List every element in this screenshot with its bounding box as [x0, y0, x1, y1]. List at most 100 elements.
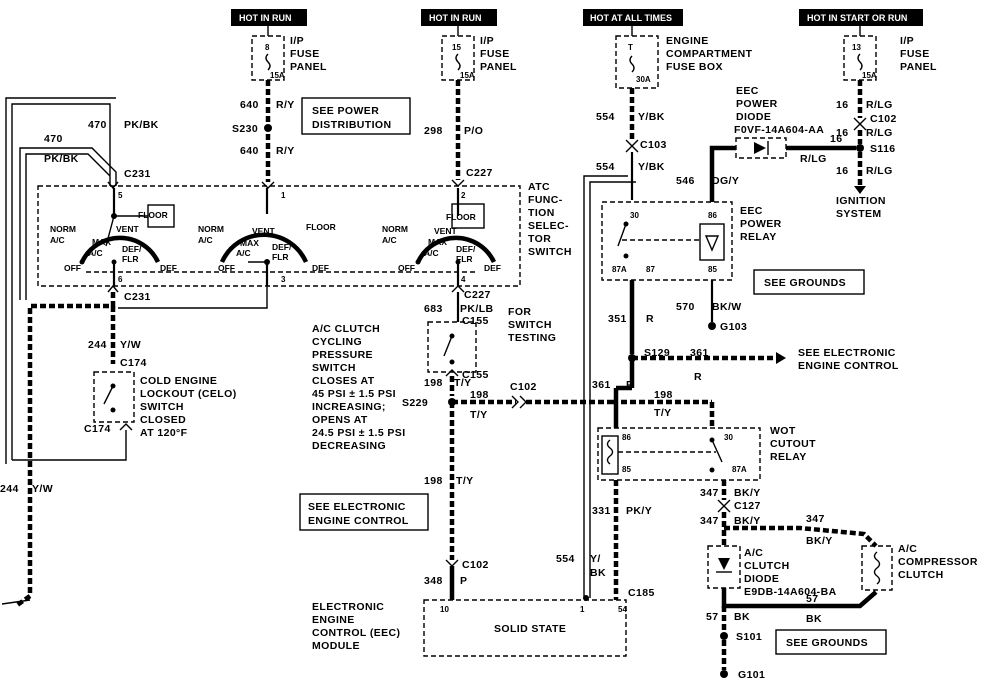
svg-text:45 PSI ± 1.5 PSI: 45 PSI ± 1.5 PSI — [312, 388, 396, 400]
svg-text:13: 13 — [852, 43, 861, 52]
svg-text:C127: C127 — [734, 500, 761, 512]
see-grounds-box-2: SEE GROUNDS — [775, 629, 887, 655]
svg-text:PANEL: PANEL — [480, 61, 517, 73]
ac-compressor-circuit: 347 BK/Y C127 347 BK/Y 347 BK/Y A/C CLUT… — [700, 480, 977, 681]
svg-text:C174: C174 — [120, 357, 147, 369]
svg-text:RELAY: RELAY — [740, 231, 777, 243]
svg-text:570: 570 — [676, 301, 695, 313]
svg-text:SEE ELECTRONIC: SEE ELECTRONIC — [308, 501, 406, 513]
svg-text:HOT IN RUN: HOT IN RUN — [429, 13, 482, 23]
svg-text:R: R — [646, 313, 654, 325]
svg-text:PK/Y: PK/Y — [626, 505, 652, 517]
svg-text:FUNC-: FUNC- — [528, 194, 563, 206]
wire-atc-bottom: C231 244 Y/W 244 Y/W C174 C227 683 PK/LB… — [0, 284, 494, 608]
svg-text:S101: S101 — [736, 631, 762, 643]
svg-text:A/C: A/C — [198, 235, 213, 245]
svg-text:BK/Y: BK/Y — [734, 515, 761, 527]
wire-470: 470 PK/BK 470 PK/BK C231 — [5, 97, 158, 464]
svg-text:HOT IN START OR RUN: HOT IN START OR RUN — [807, 13, 907, 23]
svg-text:R/Y: R/Y — [276, 145, 295, 157]
svg-text:CUTOUT: CUTOUT — [770, 438, 816, 450]
svg-text:Y/BK: Y/BK — [638, 161, 665, 173]
svg-text:R: R — [626, 379, 634, 391]
svg-text:BK: BK — [806, 613, 822, 625]
eec-power-relay: 30 86 87A 87 85 EEC POWER RELAY 570 BK/W… — [601, 201, 782, 333]
fuse-15: 15 15A I/P FUSE PANEL — [441, 26, 517, 81]
svg-text:1: 1 — [281, 191, 286, 200]
svg-text:DIODE: DIODE — [744, 573, 779, 585]
svg-text:MAX: MAX — [428, 237, 447, 247]
svg-text:OPENS AT: OPENS AT — [312, 414, 368, 426]
svg-text:MAX: MAX — [92, 237, 111, 247]
svg-text:IGNITION: IGNITION — [836, 195, 886, 207]
svg-text:I/P: I/P — [900, 35, 914, 47]
svg-text:LOCKOUT (CELO): LOCKOUT (CELO) — [140, 388, 237, 400]
svg-text:ENGINE: ENGINE — [312, 614, 355, 626]
svg-text:CLUTCH: CLUTCH — [898, 569, 944, 581]
svg-text:SWITCH: SWITCH — [528, 246, 572, 258]
svg-text:T/Y: T/Y — [654, 407, 672, 419]
fuse-t: T 30A ENGINE COMPARTMENT FUSE BOX — [615, 26, 752, 89]
svg-text:T/Y: T/Y — [456, 475, 474, 487]
svg-text:ENGINE CONTROL: ENGINE CONTROL — [798, 360, 899, 372]
header-hot-in-start-or-run: HOT IN START OR RUN — [799, 9, 923, 26]
svg-text:DEF: DEF — [484, 263, 501, 273]
see-grounds-box-1: SEE GROUNDS — [753, 269, 865, 295]
svg-text:PK/LB: PK/LB — [460, 303, 494, 315]
svg-text:Y/: Y/ — [590, 553, 601, 565]
svg-text:FLOOR: FLOOR — [306, 222, 336, 232]
celo-switch: COLD ENGINE LOCKOUT (CELO) SWITCH CLOSED… — [12, 371, 237, 461]
svg-text:FUSE: FUSE — [900, 48, 930, 60]
svg-text:EEC: EEC — [740, 205, 763, 217]
svg-text:5: 5 — [118, 191, 123, 200]
svg-text:361: 361 — [592, 379, 611, 391]
svg-text:NORM: NORM — [382, 224, 408, 234]
svg-text:OFF: OFF — [218, 263, 235, 273]
svg-text:VENT: VENT — [116, 224, 139, 234]
svg-text:EEC: EEC — [736, 85, 759, 97]
svg-text:CONTROL (EEC): CONTROL (EEC) — [312, 627, 400, 639]
svg-text:FLR: FLR — [272, 252, 289, 262]
wire-640: 640 R/Y S230 640 R/Y — [232, 80, 295, 189]
svg-text:C102: C102 — [510, 381, 537, 393]
fuse-13: 13 15A I/P FUSE PANEL — [843, 26, 937, 81]
svg-text:C227: C227 — [464, 289, 491, 301]
svg-text:347: 347 — [700, 515, 719, 527]
svg-text:HOT AT ALL TIMES: HOT AT ALL TIMES — [590, 13, 672, 23]
wire-16-ignition: 16 R/LG C102 16 R/LG S116 16 R/LG IGNITI… — [836, 80, 896, 220]
svg-text:SEE GROUNDS: SEE GROUNDS — [786, 637, 868, 649]
svg-text:198: 198 — [654, 389, 673, 401]
svg-text:R/Y: R/Y — [276, 99, 295, 111]
see-power-distribution: SEE POWER DISTRIBUTION — [301, 97, 411, 135]
svg-text:RELAY: RELAY — [770, 451, 807, 463]
svg-text:FLR: FLR — [456, 254, 473, 264]
svg-text:A/C: A/C — [236, 248, 251, 258]
svg-text:CLOSES AT: CLOSES AT — [312, 375, 375, 387]
svg-text:MAX: MAX — [240, 238, 259, 248]
svg-text:R: R — [694, 371, 702, 383]
svg-text:PK/BK: PK/BK — [44, 153, 79, 165]
svg-text:SEE ELECTRONIC: SEE ELECTRONIC — [798, 347, 896, 359]
svg-text:DIODE: DIODE — [736, 111, 771, 123]
svg-text:30: 30 — [630, 211, 639, 220]
svg-text:NORM: NORM — [50, 224, 76, 234]
svg-text:S116: S116 — [870, 143, 896, 155]
svg-text:FLOOR: FLOOR — [446, 212, 476, 222]
svg-text:F0VF-14A604-AA: F0VF-14A604-AA — [734, 124, 824, 136]
wire-351-361: 351 R S129 361 R SEE ELECTRONIC ENGINE C… — [592, 280, 899, 428]
svg-text:A/C: A/C — [382, 235, 397, 245]
svg-text:C227: C227 — [466, 167, 493, 179]
svg-text:POWER: POWER — [740, 218, 782, 230]
svg-text:30: 30 — [724, 433, 733, 442]
svg-text:87A: 87A — [732, 465, 747, 474]
svg-text:198: 198 — [470, 389, 489, 401]
svg-text:P: P — [460, 575, 467, 587]
svg-text:SWITCH: SWITCH — [140, 401, 184, 413]
svg-text:DISTRIBUTION: DISTRIBUTION — [312, 119, 391, 131]
svg-text:15A: 15A — [460, 71, 475, 80]
svg-text:470: 470 — [44, 133, 63, 145]
svg-text:OFF: OFF — [64, 263, 81, 273]
svg-text:R/LG: R/LG — [866, 99, 893, 111]
svg-text:16: 16 — [836, 99, 848, 111]
svg-text:BK: BK — [590, 567, 606, 579]
